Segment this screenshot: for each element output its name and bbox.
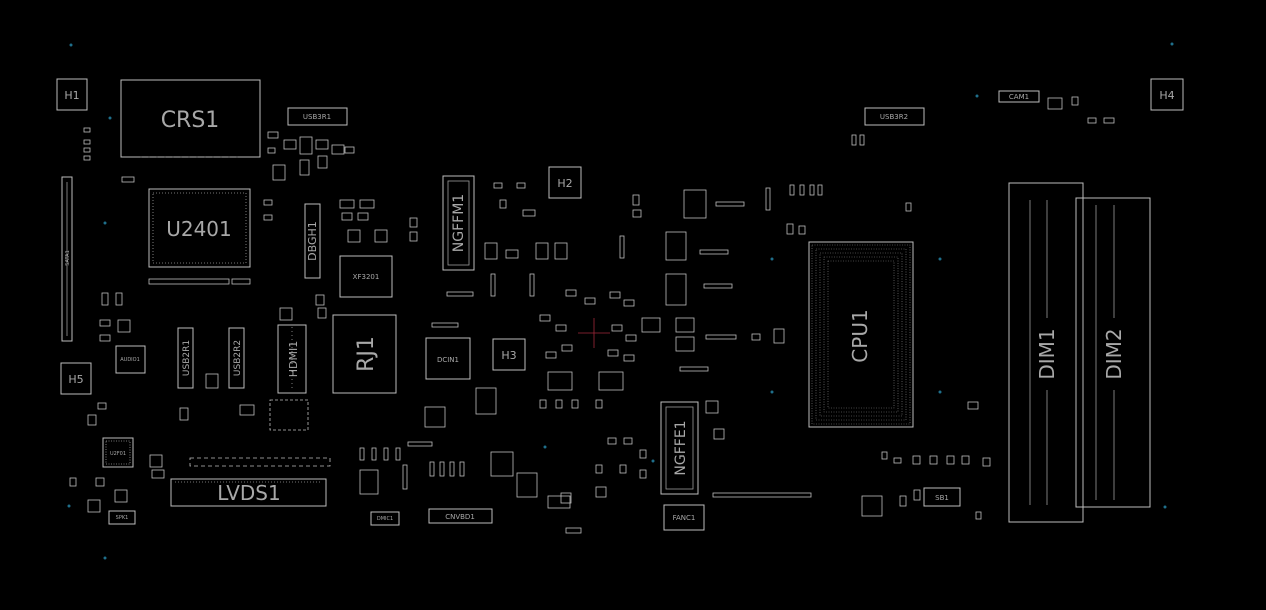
connector-dmic1[interactable]: DMIC1: [370, 511, 400, 526]
connector-usb3r1[interactable]: USB3R1: [287, 107, 348, 126]
u2401-pin-row: [148, 278, 251, 285]
component-crs1[interactable]: CRS1: [120, 79, 261, 158]
cnvbd1-label: CNVBD1: [445, 513, 475, 521]
usb3r1-label: USB3R1: [303, 113, 331, 121]
connector-ngffe1[interactable]: NGFFE1: [660, 401, 699, 495]
u2401-label: U2401: [166, 217, 232, 241]
connector-dim2[interactable]: DIM2: [1075, 197, 1151, 508]
crs1-label: CRS1: [161, 108, 220, 133]
usb3r2-label: USB3R2: [880, 113, 908, 121]
mounting-hole-h2[interactable]: H2: [548, 166, 582, 199]
connector-cam1[interactable]: CAM1: [998, 90, 1040, 103]
component-audio1[interactable]: AUDIO1: [115, 345, 146, 374]
connector-dcin1[interactable]: DCIN1: [425, 337, 471, 380]
mounting-hole-h5[interactable]: H5: [60, 362, 92, 395]
connector-rj1[interactable]: RJ1: [332, 314, 397, 394]
xf3201-label: XF3201: [353, 273, 380, 281]
dmic1-label: DMIC1: [377, 516, 393, 522]
rj1-label: RJ1: [354, 336, 379, 372]
h4-label: H4: [1159, 89, 1174, 102]
connector-usb3r2[interactable]: USB3R2: [864, 107, 925, 126]
sata1-label: SATA1: [65, 250, 71, 266]
fiducials: [67, 42, 1174, 560]
cpu1-label: CPU1: [848, 309, 872, 362]
fanc1-label: FANC1: [673, 514, 696, 522]
connector-usb2r1[interactable]: USB2R1: [177, 327, 194, 389]
mounting-hole-h3[interactable]: H3: [492, 338, 526, 371]
connector-hdmi1[interactable]: HDMI1: [277, 324, 307, 394]
mounting-hole-h1[interactable]: H1: [56, 78, 88, 111]
connector-fanc1[interactable]: FANC1: [663, 504, 705, 531]
u2f01-label: U2F01: [110, 451, 126, 457]
mounting-hole-h4[interactable]: H4: [1150, 78, 1184, 111]
connector-dim1[interactable]: DIM1: [1008, 182, 1084, 523]
audio1-label: AUDIO1: [120, 357, 140, 363]
component-u2f01[interactable]: U2F01: [102, 437, 134, 468]
h3-label: H3: [501, 349, 516, 362]
usb2r1-label: USB2R1: [182, 340, 192, 376]
usb2r2-label: USB2R2: [233, 340, 243, 376]
dim1-label: DIM1: [1035, 328, 1059, 379]
lvds1-label: LVDS1: [217, 481, 280, 505]
passive-components: [69, 96, 1115, 534]
connector-cnvbd1[interactable]: CNVBD1: [428, 508, 493, 524]
dbgh1-label: DBGH1: [306, 221, 319, 261]
connector-sata1[interactable]: SATA1: [61, 176, 73, 342]
ngffm1-label: NGFFM1: [451, 194, 467, 252]
component-u2401[interactable]: U2401: [148, 188, 251, 268]
connector-dbgh1[interactable]: DBGH1: [304, 203, 321, 279]
ngffe1-label: NGFFE1: [673, 420, 689, 475]
connector-usb2r2[interactable]: USB2R2: [228, 327, 245, 389]
hdmi1-label: HDMI1: [287, 341, 300, 377]
spk1-label: SPK1: [116, 515, 129, 521]
dcin1-label: DCIN1: [437, 356, 459, 364]
component-cpu1[interactable]: CPU1: [808, 241, 914, 428]
dim2-label: DIM2: [1102, 328, 1126, 379]
connector-spk1[interactable]: SPK1: [108, 510, 136, 525]
cam1-label: CAM1: [1009, 93, 1029, 101]
connector-ngffm1[interactable]: NGFFM1: [442, 175, 475, 271]
h2-label: H2: [557, 177, 572, 190]
probe-crosshair: [578, 318, 610, 348]
connector-lvds1[interactable]: LVDS1: [170, 478, 327, 507]
component-xf3201[interactable]: XF3201: [339, 255, 393, 298]
h5-label: H5: [68, 373, 83, 386]
h1-label: H1: [64, 89, 79, 102]
sb1-label: SB1: [935, 494, 949, 502]
component-sb1[interactable]: SB1: [923, 487, 961, 507]
